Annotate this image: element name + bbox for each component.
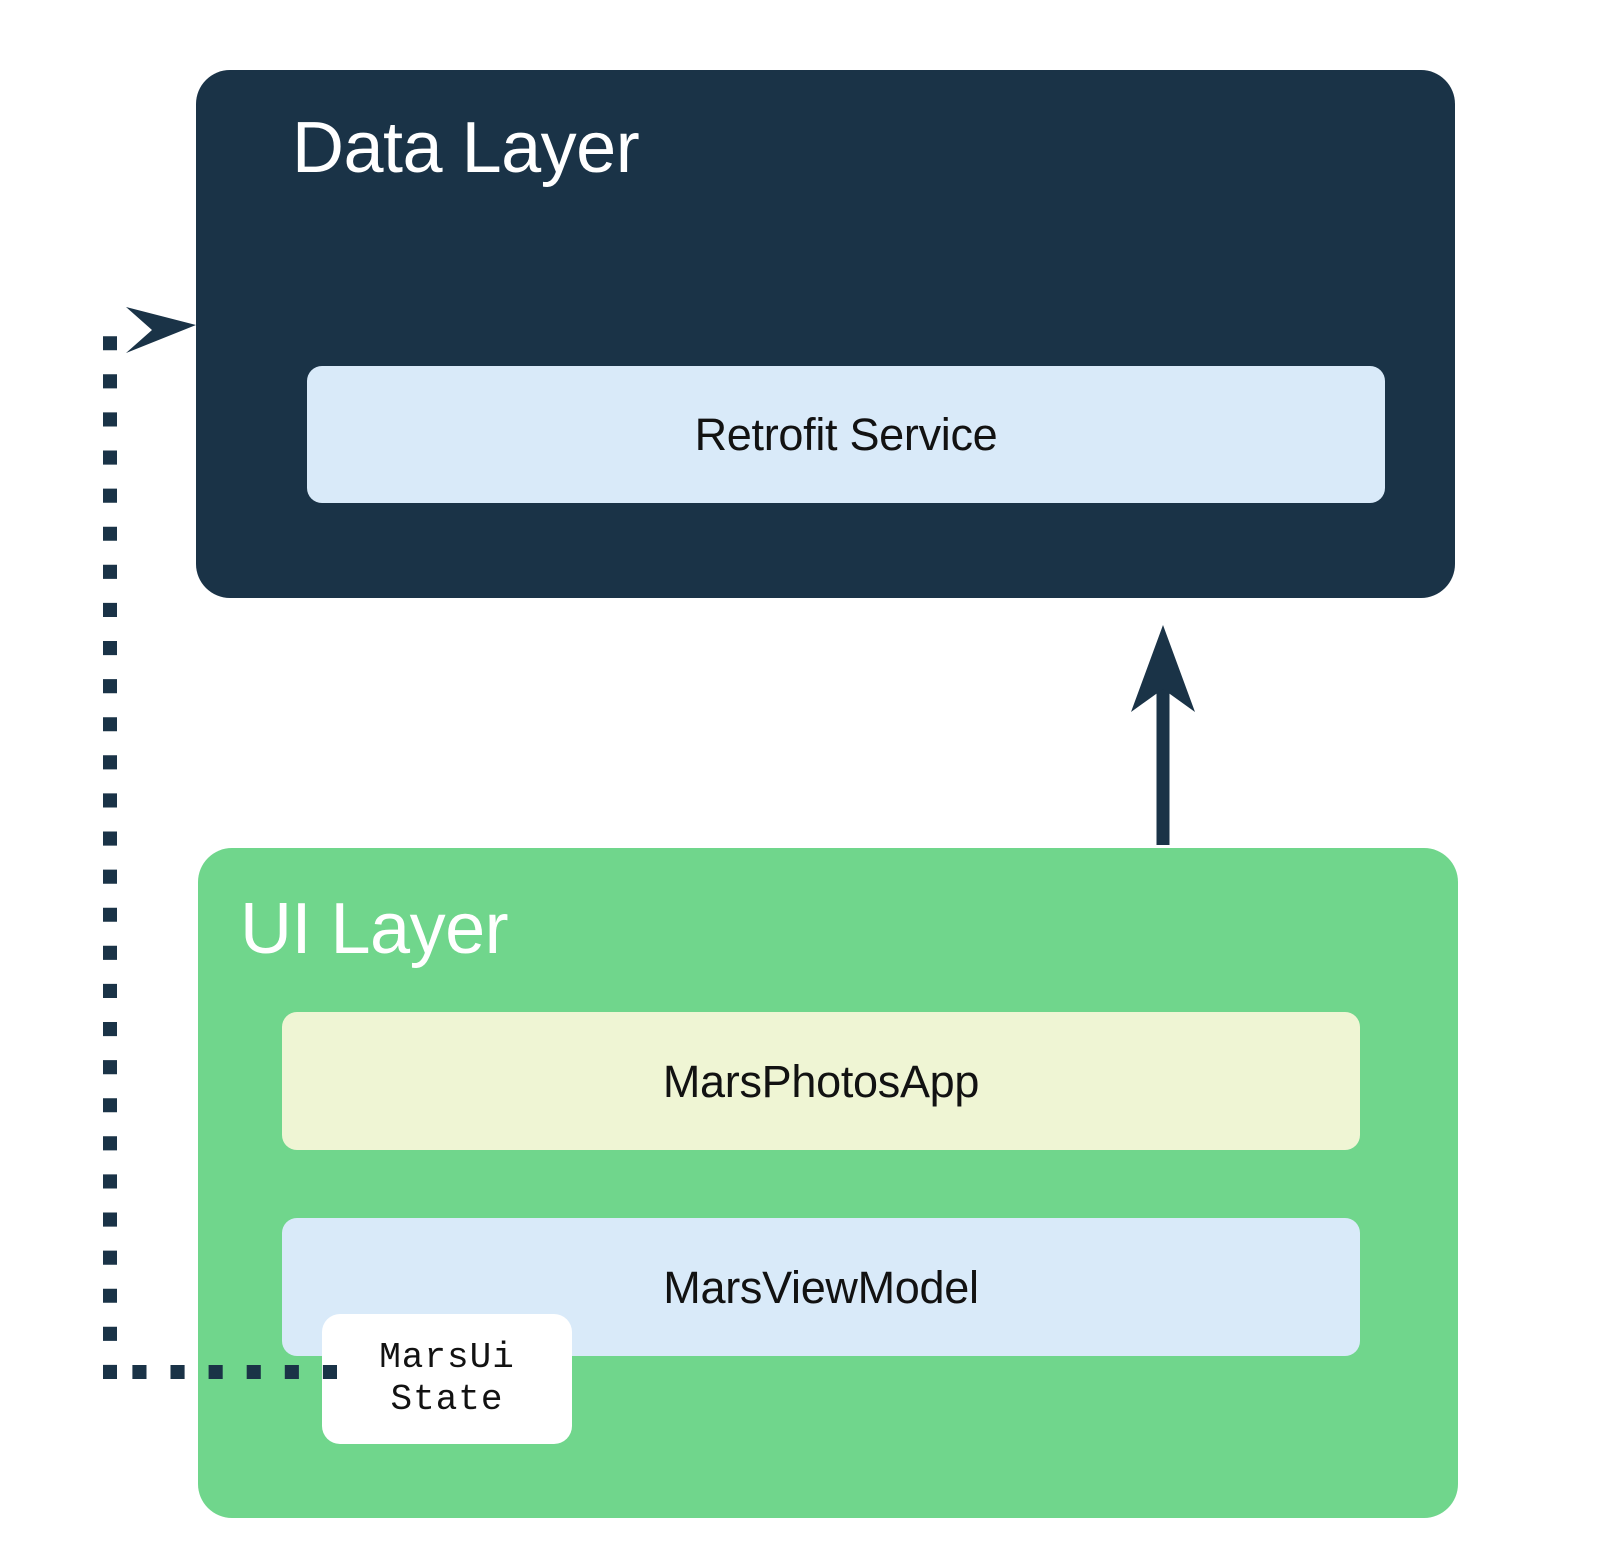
mars-view-model-label: MarsViewModel xyxy=(663,1261,979,1313)
mars-ui-state-callout: MarsUi State xyxy=(322,1314,572,1444)
data-layer-container xyxy=(196,70,1455,598)
mars-ui-state-label-line1: MarsUi xyxy=(379,1336,515,1378)
mars-ui-state-label-line2: State xyxy=(390,1379,504,1420)
mars-photos-app-box: MarsPhotosApp xyxy=(282,1012,1360,1150)
ui-layer-title: UI Layer xyxy=(240,889,509,969)
data-layer-title: Data Layer xyxy=(292,108,640,188)
retrofit-service-box: Retrofit Service xyxy=(307,366,1385,503)
ui-to-data-solid-arrow xyxy=(1131,625,1195,845)
mars-photos-app-label: MarsPhotosApp xyxy=(662,1055,980,1107)
retrofit-service-label: Retrofit Service xyxy=(694,409,998,460)
